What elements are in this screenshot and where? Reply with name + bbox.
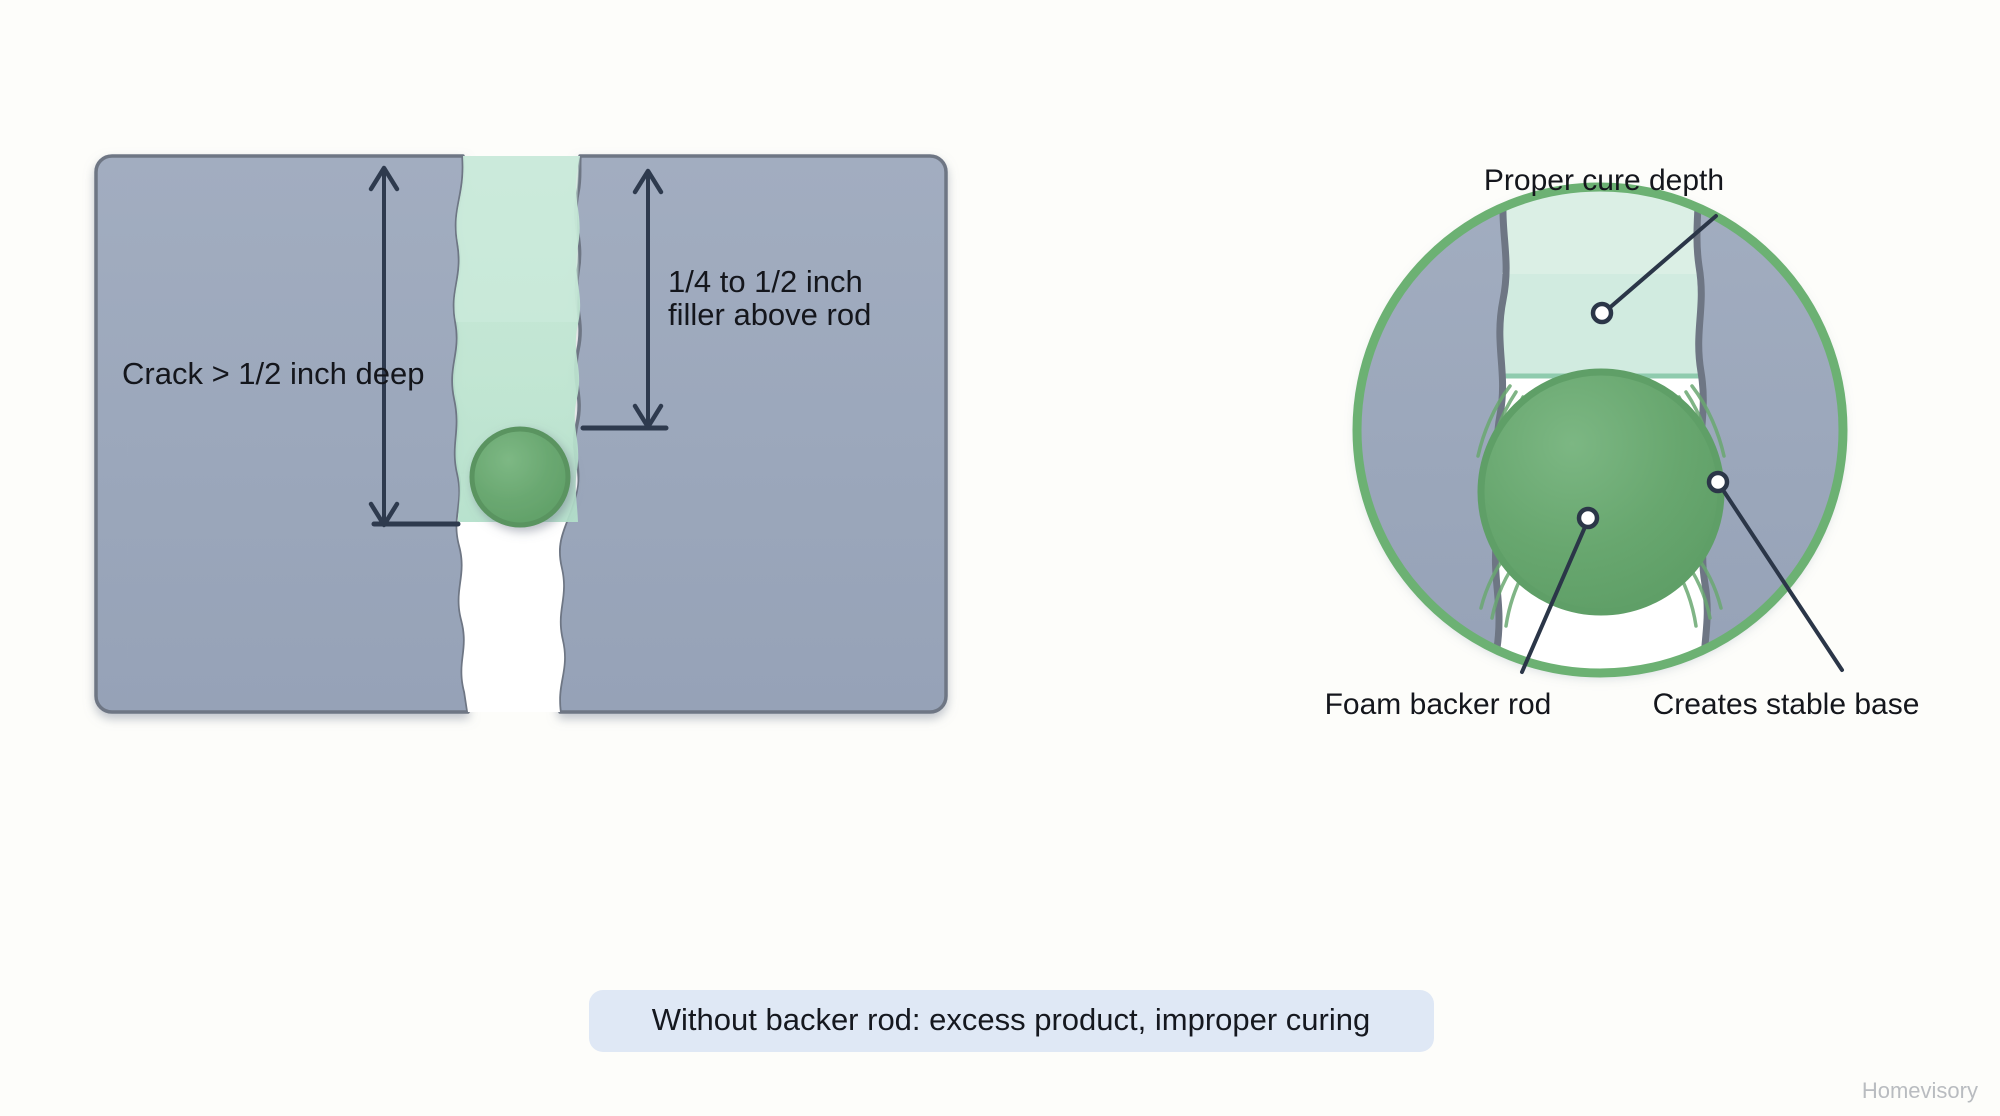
left-cross-section-panel: Crack > 1/2 inch deep 1/4 to 1/2 inch fi… (94, 154, 948, 714)
caption-label: Without backer rod: excess product, impr… (652, 1002, 1370, 1037)
caption-background (589, 990, 1434, 1052)
concrete-slab-right (557, 154, 948, 714)
callout-creates-stable-base: Creates stable base (1653, 470, 1920, 721)
filler-depth-label-line1: 1/4 to 1/2 inch (668, 264, 863, 299)
right-detail-panel: Proper cure depth Foam backer rod Create… (1325, 164, 1920, 721)
detail-lens-content (1357, 187, 1843, 673)
callout-dot-proper-cure-depth (1590, 301, 1614, 325)
callout-label-creates-stable-base: Creates stable base (1653, 688, 1920, 721)
crack-depth-dimension (368, 165, 461, 528)
concrete-slab-left (94, 154, 470, 714)
detail-backer-rod (1477, 368, 1725, 616)
crack-depth-label: Crack > 1/2 inch deep (122, 356, 424, 391)
detail-crack-filler-highlight (1502, 187, 1699, 274)
backer-rod-cross-section (469, 426, 571, 528)
caption-banner: Without backer rod: excess product, impr… (589, 990, 1434, 1052)
callout-proper-cure-depth: Proper cure depth (1484, 164, 1724, 325)
callout-label-foam-backer-rod: Foam backer rod (1325, 688, 1552, 721)
concrete-slab (94, 154, 948, 714)
filler-depth-label-line2: filler above rod (668, 297, 871, 332)
crack-filler-highlight (454, 156, 580, 322)
crack-void (457, 470, 578, 712)
watermark: Homevisory (1862, 1078, 1978, 1103)
filler-depth-dimension (580, 168, 669, 431)
callout-label-proper-cure-depth: Proper cure depth (1484, 164, 1724, 197)
callout-dot-creates-stable-base (1706, 470, 1730, 494)
callout-foam-backer-rod: Foam backer rod (1325, 506, 1600, 721)
callout-dot-foam-backer-rod (1576, 506, 1600, 530)
detail-crack-wall-left (1490, 187, 1510, 673)
detail-lens-ring (1352, 182, 1848, 678)
